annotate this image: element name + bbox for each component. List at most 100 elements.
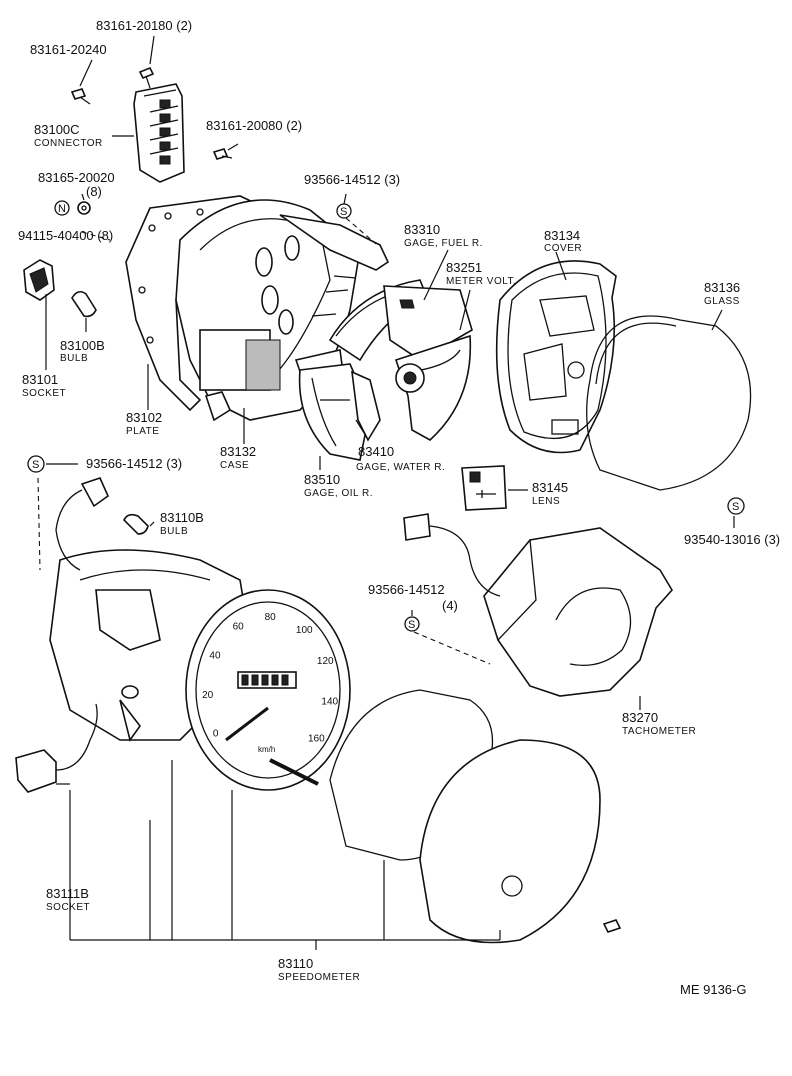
symbols: S S S S N: [27, 200, 745, 632]
svg-text:83136: 83136: [704, 280, 740, 295]
dial-mark-120: 120: [317, 656, 334, 667]
svg-text:BULB: BULB: [160, 526, 188, 537]
dial-mark-0: 0: [213, 728, 219, 739]
s-symbol-3: S: [727, 497, 745, 515]
svg-text:83161-20080 (2): 83161-20080 (2): [206, 118, 302, 133]
svg-text:83161-20180 (2): 83161-20180 (2): [96, 18, 192, 33]
svg-text:83145: 83145: [532, 480, 568, 495]
svg-text:GLASS: GLASS: [704, 296, 740, 307]
socket-83111b: [15, 703, 98, 793]
label-93566-14512-c: 93566-14512(4): [368, 582, 458, 613]
svg-text:83161-20240: 83161-20240: [30, 42, 107, 57]
svg-text:SOCKET: SOCKET: [46, 902, 90, 913]
gage-water-83410: [351, 370, 381, 442]
dial-mark-20: 20: [202, 690, 214, 701]
svg-text:83510: 83510: [304, 472, 340, 487]
s-symbol-1: S: [336, 203, 352, 219]
s-symbol-4: S: [404, 616, 420, 632]
svg-text:GAGE, WATER R.: GAGE, WATER R.: [356, 462, 445, 473]
dial-mark-160: 160: [308, 734, 325, 745]
svg-text:(8): (8): [86, 184, 102, 199]
n-symbol: N: [54, 200, 70, 216]
svg-text:GAGE, FUEL R.: GAGE, FUEL R.: [404, 238, 483, 249]
screw-speedo: [602, 919, 622, 933]
svg-text:CASE: CASE: [220, 460, 249, 471]
label-83161-20240: 83161-20240: [30, 42, 107, 57]
meter-volt-83251: [394, 334, 472, 441]
label-94115-40400: 94115-40400 (8): [18, 228, 113, 243]
svg-text:83111B: 83111B: [46, 886, 89, 901]
s-symbol-2: S: [27, 455, 45, 473]
cover-83134: [495, 260, 617, 454]
svg-text:83100B: 83100B: [60, 338, 105, 353]
svg-text:83110: 83110: [278, 956, 313, 971]
dial-mark-40: 40: [209, 650, 221, 661]
label-93566-14512-b: 93566-14512 (3): [86, 456, 182, 471]
tachometer-83270: [403, 513, 673, 697]
dial-mark-100: 100: [296, 625, 313, 636]
label-93566-14512-a: 93566-14512 (3): [304, 172, 400, 187]
svg-text:BULB: BULB: [60, 353, 88, 364]
leader-lines: [37, 35, 735, 950]
lens-83145: [461, 465, 507, 511]
svg-text:S: S: [340, 206, 347, 218]
svg-text:PLATE: PLATE: [126, 426, 159, 437]
gage-oil-83510: [298, 363, 371, 461]
svg-text:83100C: 83100C: [34, 122, 80, 137]
bulb-83100b: [71, 290, 97, 318]
dial-mark-140: 140: [321, 697, 338, 708]
svg-text:TACHOMETER: TACHOMETER: [622, 726, 696, 737]
svg-text:CONNECTOR: CONNECTOR: [34, 138, 103, 149]
nut-83165-20020: [77, 201, 91, 215]
svg-text:GAGE, OIL R.: GAGE, OIL R.: [304, 488, 373, 499]
label-83161-20180: 83161-20180 (2): [96, 18, 192, 33]
socket-83101: [23, 259, 55, 301]
reference-code: ME 9136-G: [680, 982, 746, 997]
svg-text:(4): (4): [442, 598, 458, 613]
label-83161-20080: 83161-20080 (2): [206, 118, 302, 133]
dial-mark-60: 60: [233, 622, 245, 633]
svg-text:83410: 83410: [358, 444, 394, 459]
svg-text:83134: 83134: [544, 228, 580, 243]
svg-text:94115-40400 (8): 94115-40400 (8): [18, 228, 113, 243]
dial-mark-80: 80: [265, 612, 277, 623]
screw-83161-20180: [138, 66, 155, 89]
svg-text:93566-14512: 93566-14512: [368, 582, 445, 597]
gage-fuel-83310: [328, 279, 473, 362]
bulb-83110b: [55, 477, 149, 571]
dial-unit: km/h: [258, 745, 275, 754]
speedometer-83110-dial: 0 20 40 60 80 100 120 140 160 km/h: [185, 589, 351, 791]
svg-text:SPEEDOMETER: SPEEDOMETER: [278, 972, 360, 983]
svg-text:S: S: [32, 459, 39, 471]
svg-text:93566-14512 (3): 93566-14512 (3): [86, 456, 182, 471]
label-93540-13016: 93540-13016 (3): [684, 532, 780, 547]
screw-set: [311, 275, 357, 317]
svg-text:METER VOLT.: METER VOLT.: [446, 276, 516, 287]
svg-text:83270: 83270: [622, 710, 658, 725]
svg-text:ME 9136-G: ME 9136-G: [680, 982, 746, 997]
svg-text:S: S: [408, 619, 415, 631]
label-83165-20020: 83165-20020(8): [38, 170, 115, 199]
svg-text:COVER: COVER: [544, 243, 582, 254]
svg-text:83165-20020: 83165-20020: [38, 170, 115, 185]
svg-text:83310: 83310: [404, 222, 440, 237]
svg-text:93540-13016 (3): 93540-13016 (3): [684, 532, 780, 547]
screw-83161-20080: [212, 148, 233, 160]
svg-text:83102: 83102: [126, 410, 162, 425]
